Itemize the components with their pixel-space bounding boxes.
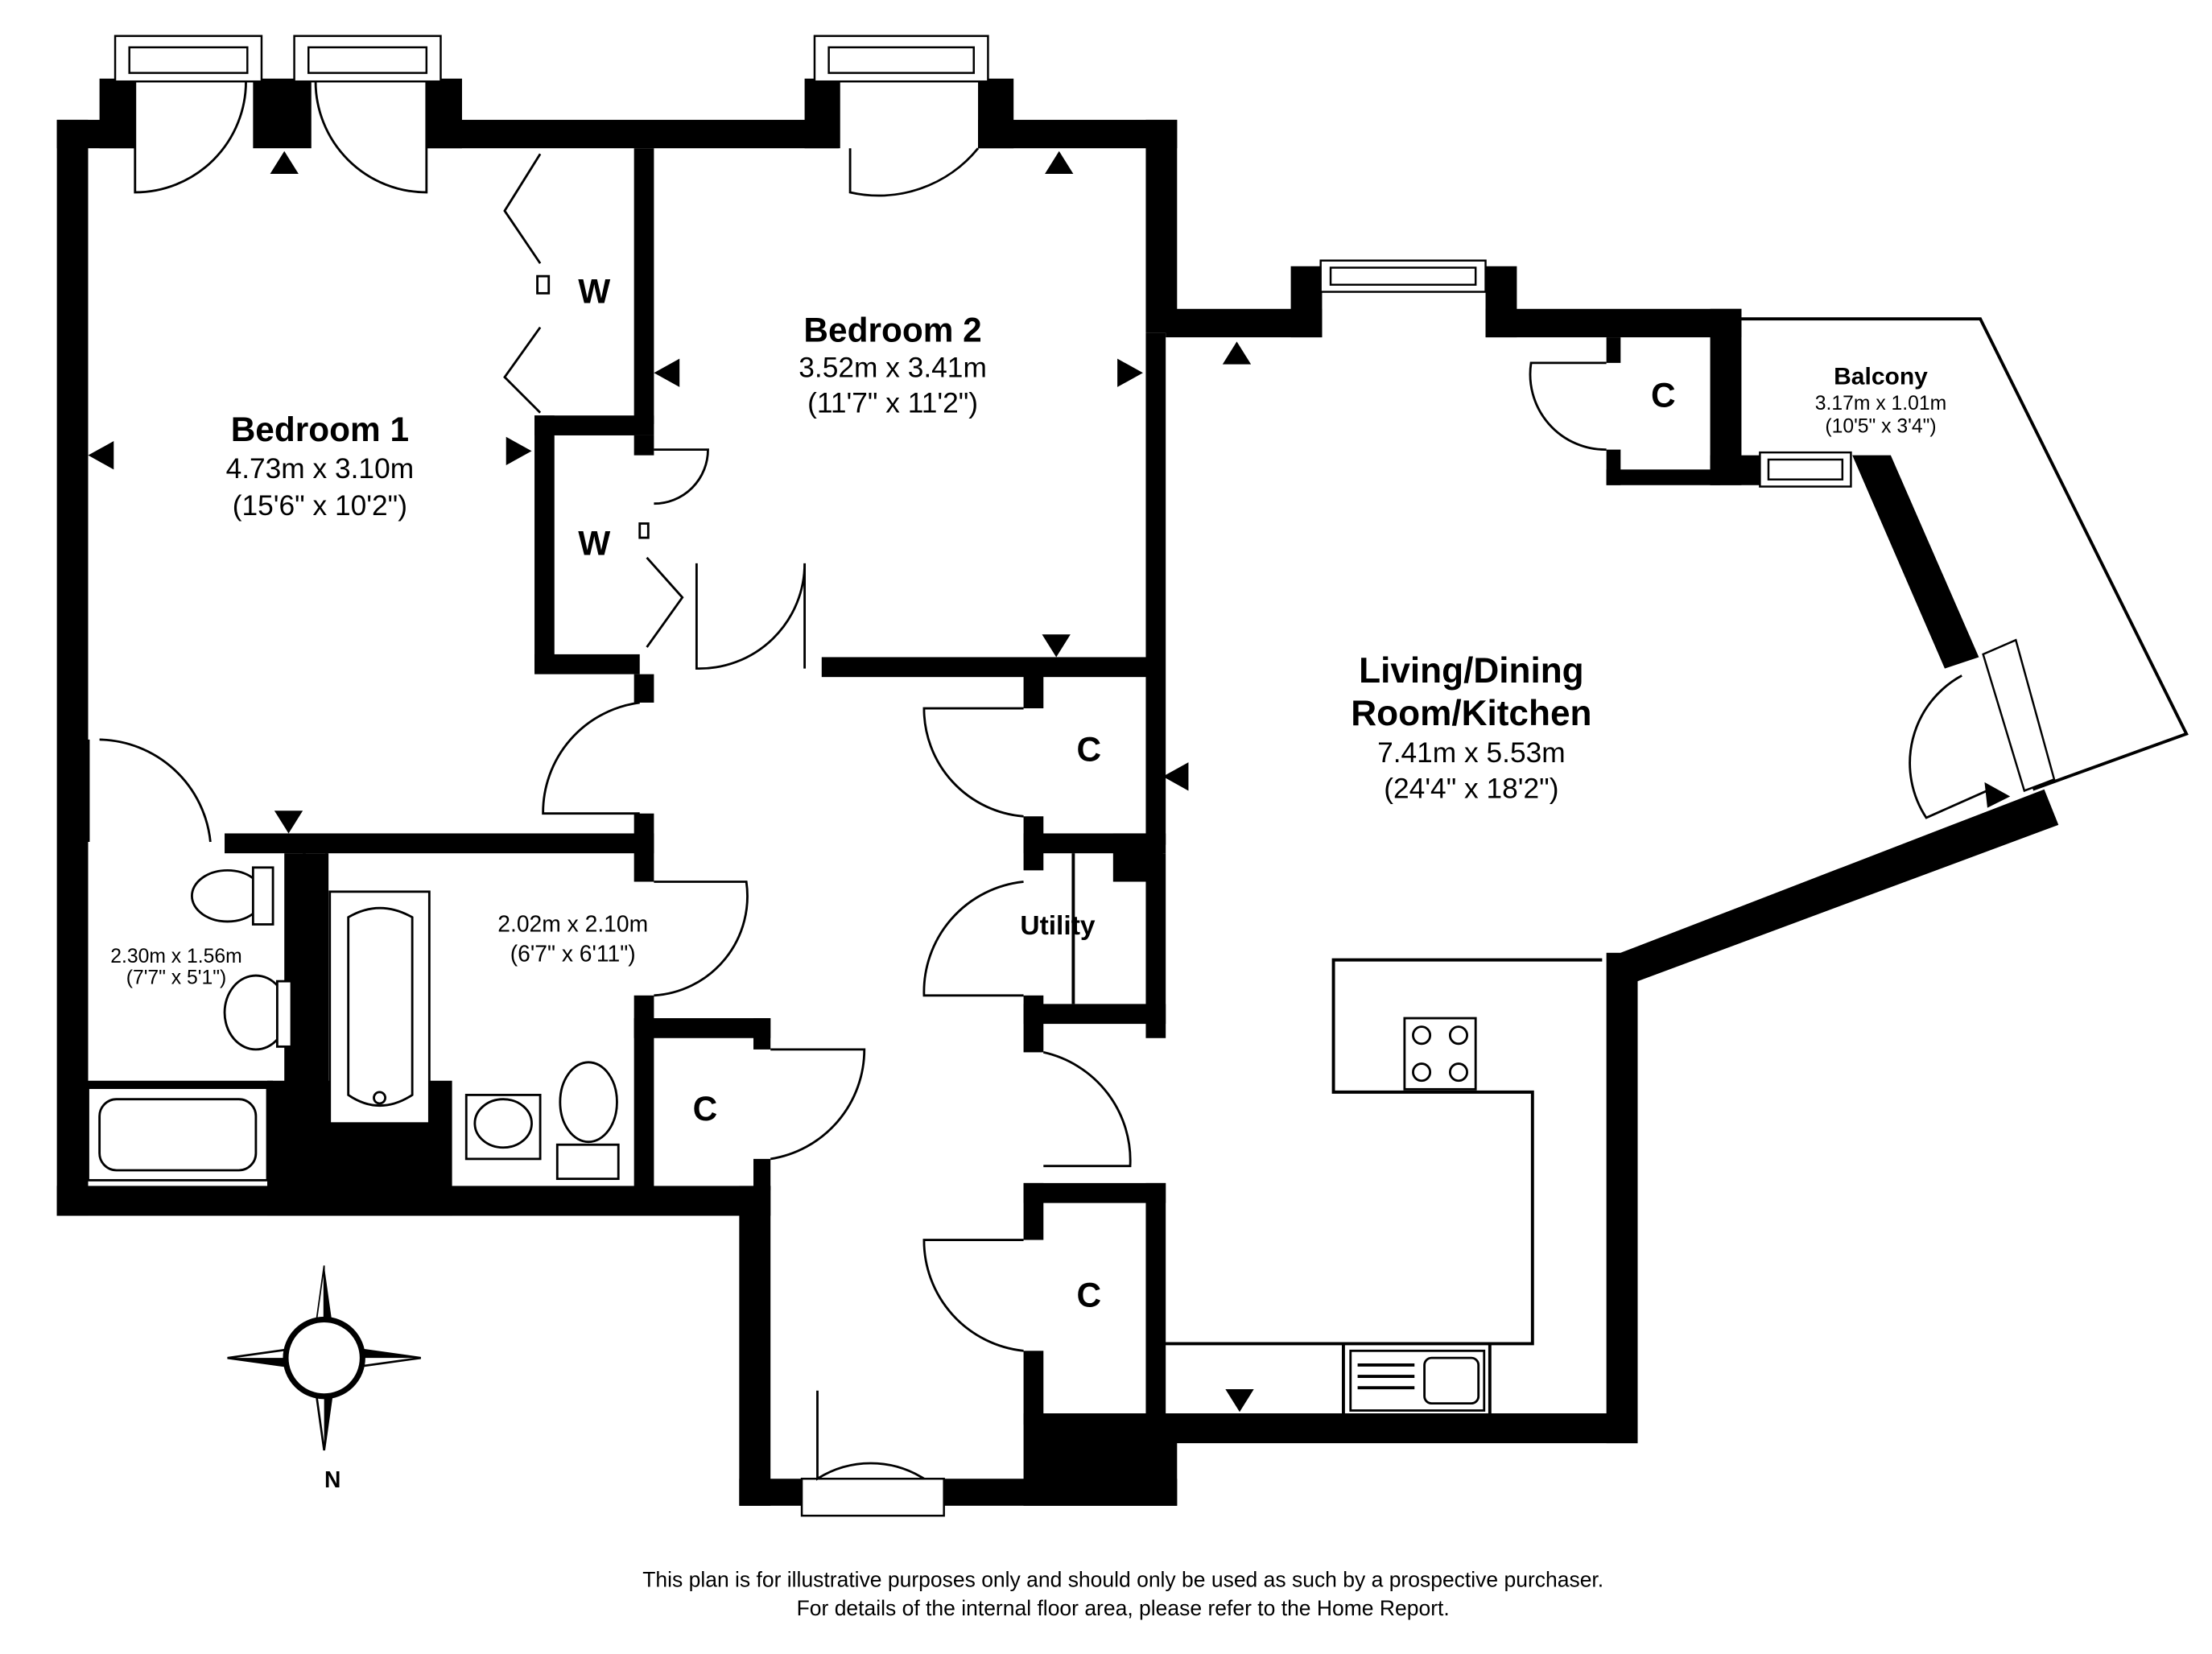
cupboard-label: C <box>1077 730 1102 768</box>
living-name-line1: Living/Dining <box>1359 651 1584 691</box>
ensuite-imperial: (7'7" x 5'1") <box>126 967 227 989</box>
wardrobe-label: W <box>578 524 610 562</box>
living-name-line2: Room/Kitchen <box>1351 694 1591 733</box>
bedroom2-metric: 3.52m x 3.41m <box>799 353 987 384</box>
wardrobe-label: W <box>578 273 610 311</box>
bathroom-fixtures <box>87 866 1486 1412</box>
cupboard-label: C <box>693 1090 718 1128</box>
balcony-name: Balcony <box>1834 363 1928 390</box>
bedroom1-name: Bedroom 1 <box>231 410 409 448</box>
compass-icon: N <box>227 1265 421 1492</box>
disclaimer-line1: This plan is for illustrative purposes o… <box>642 1567 1603 1591</box>
cupboard-label: C <box>1077 1277 1102 1314</box>
dimension-arrows <box>88 151 2011 1413</box>
toilet <box>559 1061 618 1144</box>
ensuite-metric: 2.30m x 1.56m <box>110 946 242 967</box>
bathroom-metric: 2.02m x 2.10m <box>497 910 648 936</box>
balcony-imperial: (10'5" x 3'4") <box>1825 415 1936 437</box>
bedroom1-imperial: (15'6" x 10'2") <box>233 490 407 522</box>
balcony-metric: 3.17m x 1.01m <box>1815 393 1947 415</box>
bedroom2-name: Bedroom 2 <box>803 311 981 349</box>
doors <box>99 81 1991 1481</box>
living-imperial: (24'4" x 18'2") <box>1384 773 1558 804</box>
living-metric: 7.41m x 5.53m <box>1377 737 1566 769</box>
bathroom-imperial: (6'7" x 6'11") <box>510 940 636 966</box>
utility-name: Utility <box>1020 911 1096 941</box>
bedroom2-imperial: (11'7" x 11'2") <box>807 388 978 419</box>
thin-lines <box>86 317 2189 1414</box>
compass-north-label: N <box>324 1466 340 1492</box>
cupboard-label: C <box>1651 377 1676 415</box>
windows <box>113 35 2056 1517</box>
bedroom1-metric: 4.73m x 3.10m <box>226 453 415 485</box>
walls <box>56 78 2059 1506</box>
disclaimer-line2: For details of the internal floor area, … <box>797 1596 1450 1620</box>
